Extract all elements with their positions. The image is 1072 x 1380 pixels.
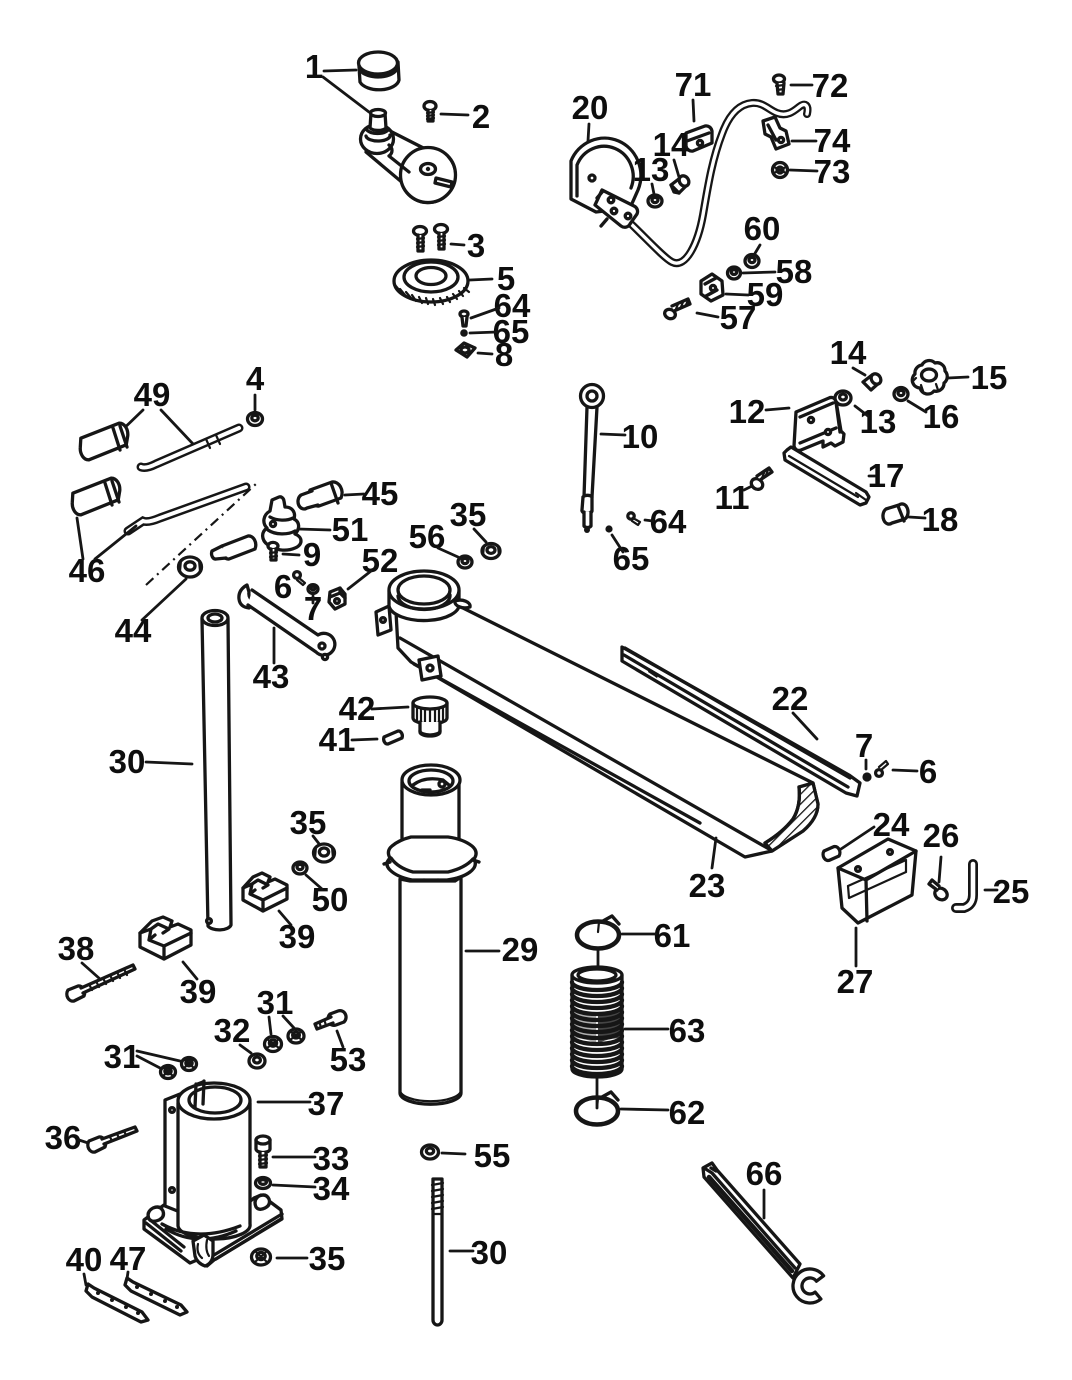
svg-text:7: 7 (855, 727, 873, 764)
svg-text:1: 1 (305, 48, 323, 85)
svg-text:26: 26 (923, 817, 960, 854)
svg-text:29: 29 (502, 931, 539, 968)
svg-text:13: 13 (860, 403, 897, 440)
svg-text:42: 42 (339, 690, 376, 727)
svg-text:5: 5 (497, 260, 515, 297)
svg-text:37: 37 (308, 1085, 345, 1122)
svg-text:35: 35 (450, 496, 487, 533)
svg-text:71: 71 (675, 66, 712, 103)
svg-text:6: 6 (919, 753, 937, 790)
svg-text:72: 72 (812, 67, 849, 104)
svg-text:58: 58 (776, 253, 813, 290)
svg-text:10: 10 (622, 418, 659, 455)
svg-text:39: 39 (279, 918, 316, 955)
svg-text:62: 62 (669, 1094, 706, 1131)
svg-text:7: 7 (304, 590, 322, 627)
svg-text:30: 30 (471, 1234, 508, 1271)
svg-text:16: 16 (923, 398, 960, 435)
svg-text:50: 50 (312, 881, 349, 918)
svg-text:27: 27 (837, 963, 874, 1000)
svg-text:66: 66 (746, 1155, 783, 1192)
svg-text:35: 35 (309, 1240, 346, 1277)
svg-text:9: 9 (303, 536, 321, 573)
svg-text:14: 14 (830, 334, 867, 371)
svg-text:49: 49 (134, 376, 171, 413)
svg-text:15: 15 (971, 359, 1008, 396)
svg-text:6: 6 (274, 568, 292, 605)
svg-text:23: 23 (689, 867, 726, 904)
svg-text:61: 61 (654, 917, 691, 954)
svg-text:31: 31 (257, 984, 294, 1021)
svg-text:59: 59 (747, 276, 784, 313)
svg-text:41: 41 (319, 721, 356, 758)
svg-text:2: 2 (472, 98, 490, 135)
svg-text:13: 13 (633, 151, 670, 188)
svg-text:43: 43 (253, 658, 290, 695)
svg-text:14: 14 (653, 126, 690, 163)
svg-text:64: 64 (650, 503, 687, 540)
svg-text:74: 74 (814, 122, 851, 159)
svg-text:24: 24 (873, 806, 910, 843)
svg-text:33: 33 (313, 1140, 350, 1177)
svg-text:51: 51 (332, 511, 369, 548)
svg-text:65: 65 (493, 313, 530, 350)
svg-text:46: 46 (69, 552, 106, 589)
svg-text:12: 12 (729, 393, 766, 430)
svg-text:63: 63 (669, 1012, 706, 1049)
svg-text:55: 55 (474, 1137, 511, 1174)
svg-text:57: 57 (720, 299, 757, 336)
svg-text:35: 35 (290, 804, 327, 841)
svg-text:36: 36 (45, 1119, 82, 1156)
svg-text:22: 22 (772, 680, 809, 717)
svg-text:30: 30 (109, 743, 146, 780)
svg-text:32: 32 (214, 1012, 251, 1049)
svg-text:53: 53 (330, 1041, 367, 1078)
svg-text:25: 25 (993, 873, 1030, 910)
svg-text:3: 3 (467, 227, 485, 264)
svg-text:64: 64 (494, 287, 531, 324)
svg-text:38: 38 (58, 930, 95, 967)
svg-text:4: 4 (246, 360, 265, 397)
svg-text:11: 11 (715, 479, 750, 516)
svg-text:31: 31 (104, 1038, 141, 1075)
svg-text:20: 20 (572, 89, 609, 126)
svg-text:45: 45 (362, 475, 399, 512)
svg-text:8: 8 (495, 336, 513, 373)
svg-text:73: 73 (814, 153, 851, 190)
svg-text:60: 60 (744, 210, 781, 247)
svg-text:34: 34 (313, 1170, 350, 1207)
svg-text:18: 18 (922, 501, 959, 538)
svg-text:40: 40 (66, 1241, 103, 1278)
